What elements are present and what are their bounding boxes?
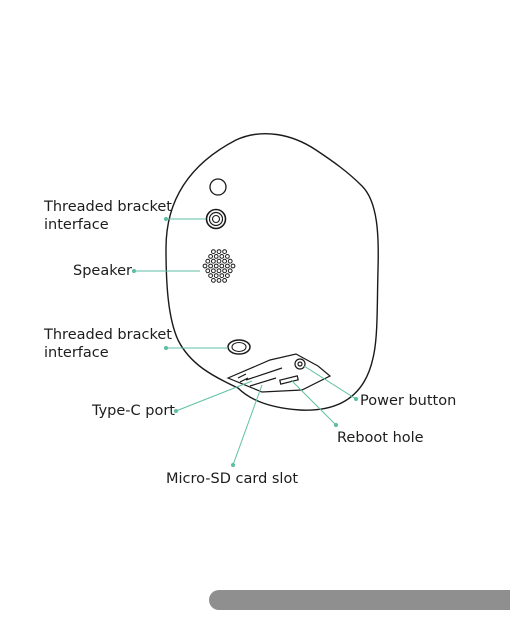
speaker-hole: [206, 259, 210, 263]
leader-dot-micro-sd: [231, 463, 234, 466]
device-outline: [166, 134, 378, 410]
label-threaded-bracket-bottom: Threaded bracket interface: [44, 326, 184, 362]
label-reboot-hole: Reboot hole: [337, 429, 424, 447]
speaker-hole: [220, 274, 224, 278]
speaker-hole: [217, 259, 221, 263]
top-hole: [210, 179, 226, 195]
speaker-hole: [228, 259, 232, 263]
leader-type-c: [176, 381, 252, 411]
speaker-hole: [217, 250, 221, 254]
leader-dot-reboot: [334, 423, 337, 426]
speaker-hole: [206, 269, 210, 273]
speaker-hole: [214, 274, 218, 278]
speaker-hole: [223, 269, 227, 273]
threaded-bracket-top: [207, 210, 226, 229]
speaker-hole: [226, 255, 230, 259]
speaker-hole: [209, 274, 213, 278]
label-speaker: Speaker: [73, 262, 132, 280]
speaker-hole: [217, 279, 221, 283]
speaker-hole: [226, 264, 230, 268]
threaded-bracket-bottom: [228, 340, 250, 354]
speaker-hole: [212, 259, 216, 263]
speaker-grille: [203, 250, 235, 283]
leader-dot-speaker: [132, 269, 135, 272]
leader-dot-power: [354, 397, 357, 400]
leader-reboot: [291, 380, 336, 425]
speaker-hole: [212, 279, 216, 283]
speaker-hole: [220, 255, 224, 259]
label-type-c-port: Type-C port: [92, 402, 175, 420]
speaker-hole: [203, 264, 207, 268]
leader-micro-sd: [233, 385, 262, 465]
label-power-button: Power button: [360, 392, 456, 410]
speaker-hole: [226, 274, 230, 278]
speaker-hole: [231, 264, 235, 268]
speaker-hole: [223, 279, 227, 283]
speaker-hole: [209, 264, 213, 268]
label-micro-sd-slot: Micro-SD card slot: [166, 470, 298, 488]
bottom-scroll-bar: [209, 590, 510, 610]
leader-power: [304, 366, 356, 399]
speaker-hole: [212, 250, 216, 254]
speaker-hole: [212, 269, 216, 273]
label-threaded-bracket-top: Threaded bracket interface: [44, 198, 184, 234]
speaker-hole: [228, 269, 232, 273]
speaker-hole: [223, 259, 227, 263]
speaker-hole: [223, 250, 227, 254]
speaker-hole: [220, 264, 224, 268]
speaker-hole: [209, 255, 213, 259]
speaker-hole: [217, 269, 221, 273]
speaker-hole: [214, 255, 218, 259]
speaker-hole: [214, 264, 218, 268]
